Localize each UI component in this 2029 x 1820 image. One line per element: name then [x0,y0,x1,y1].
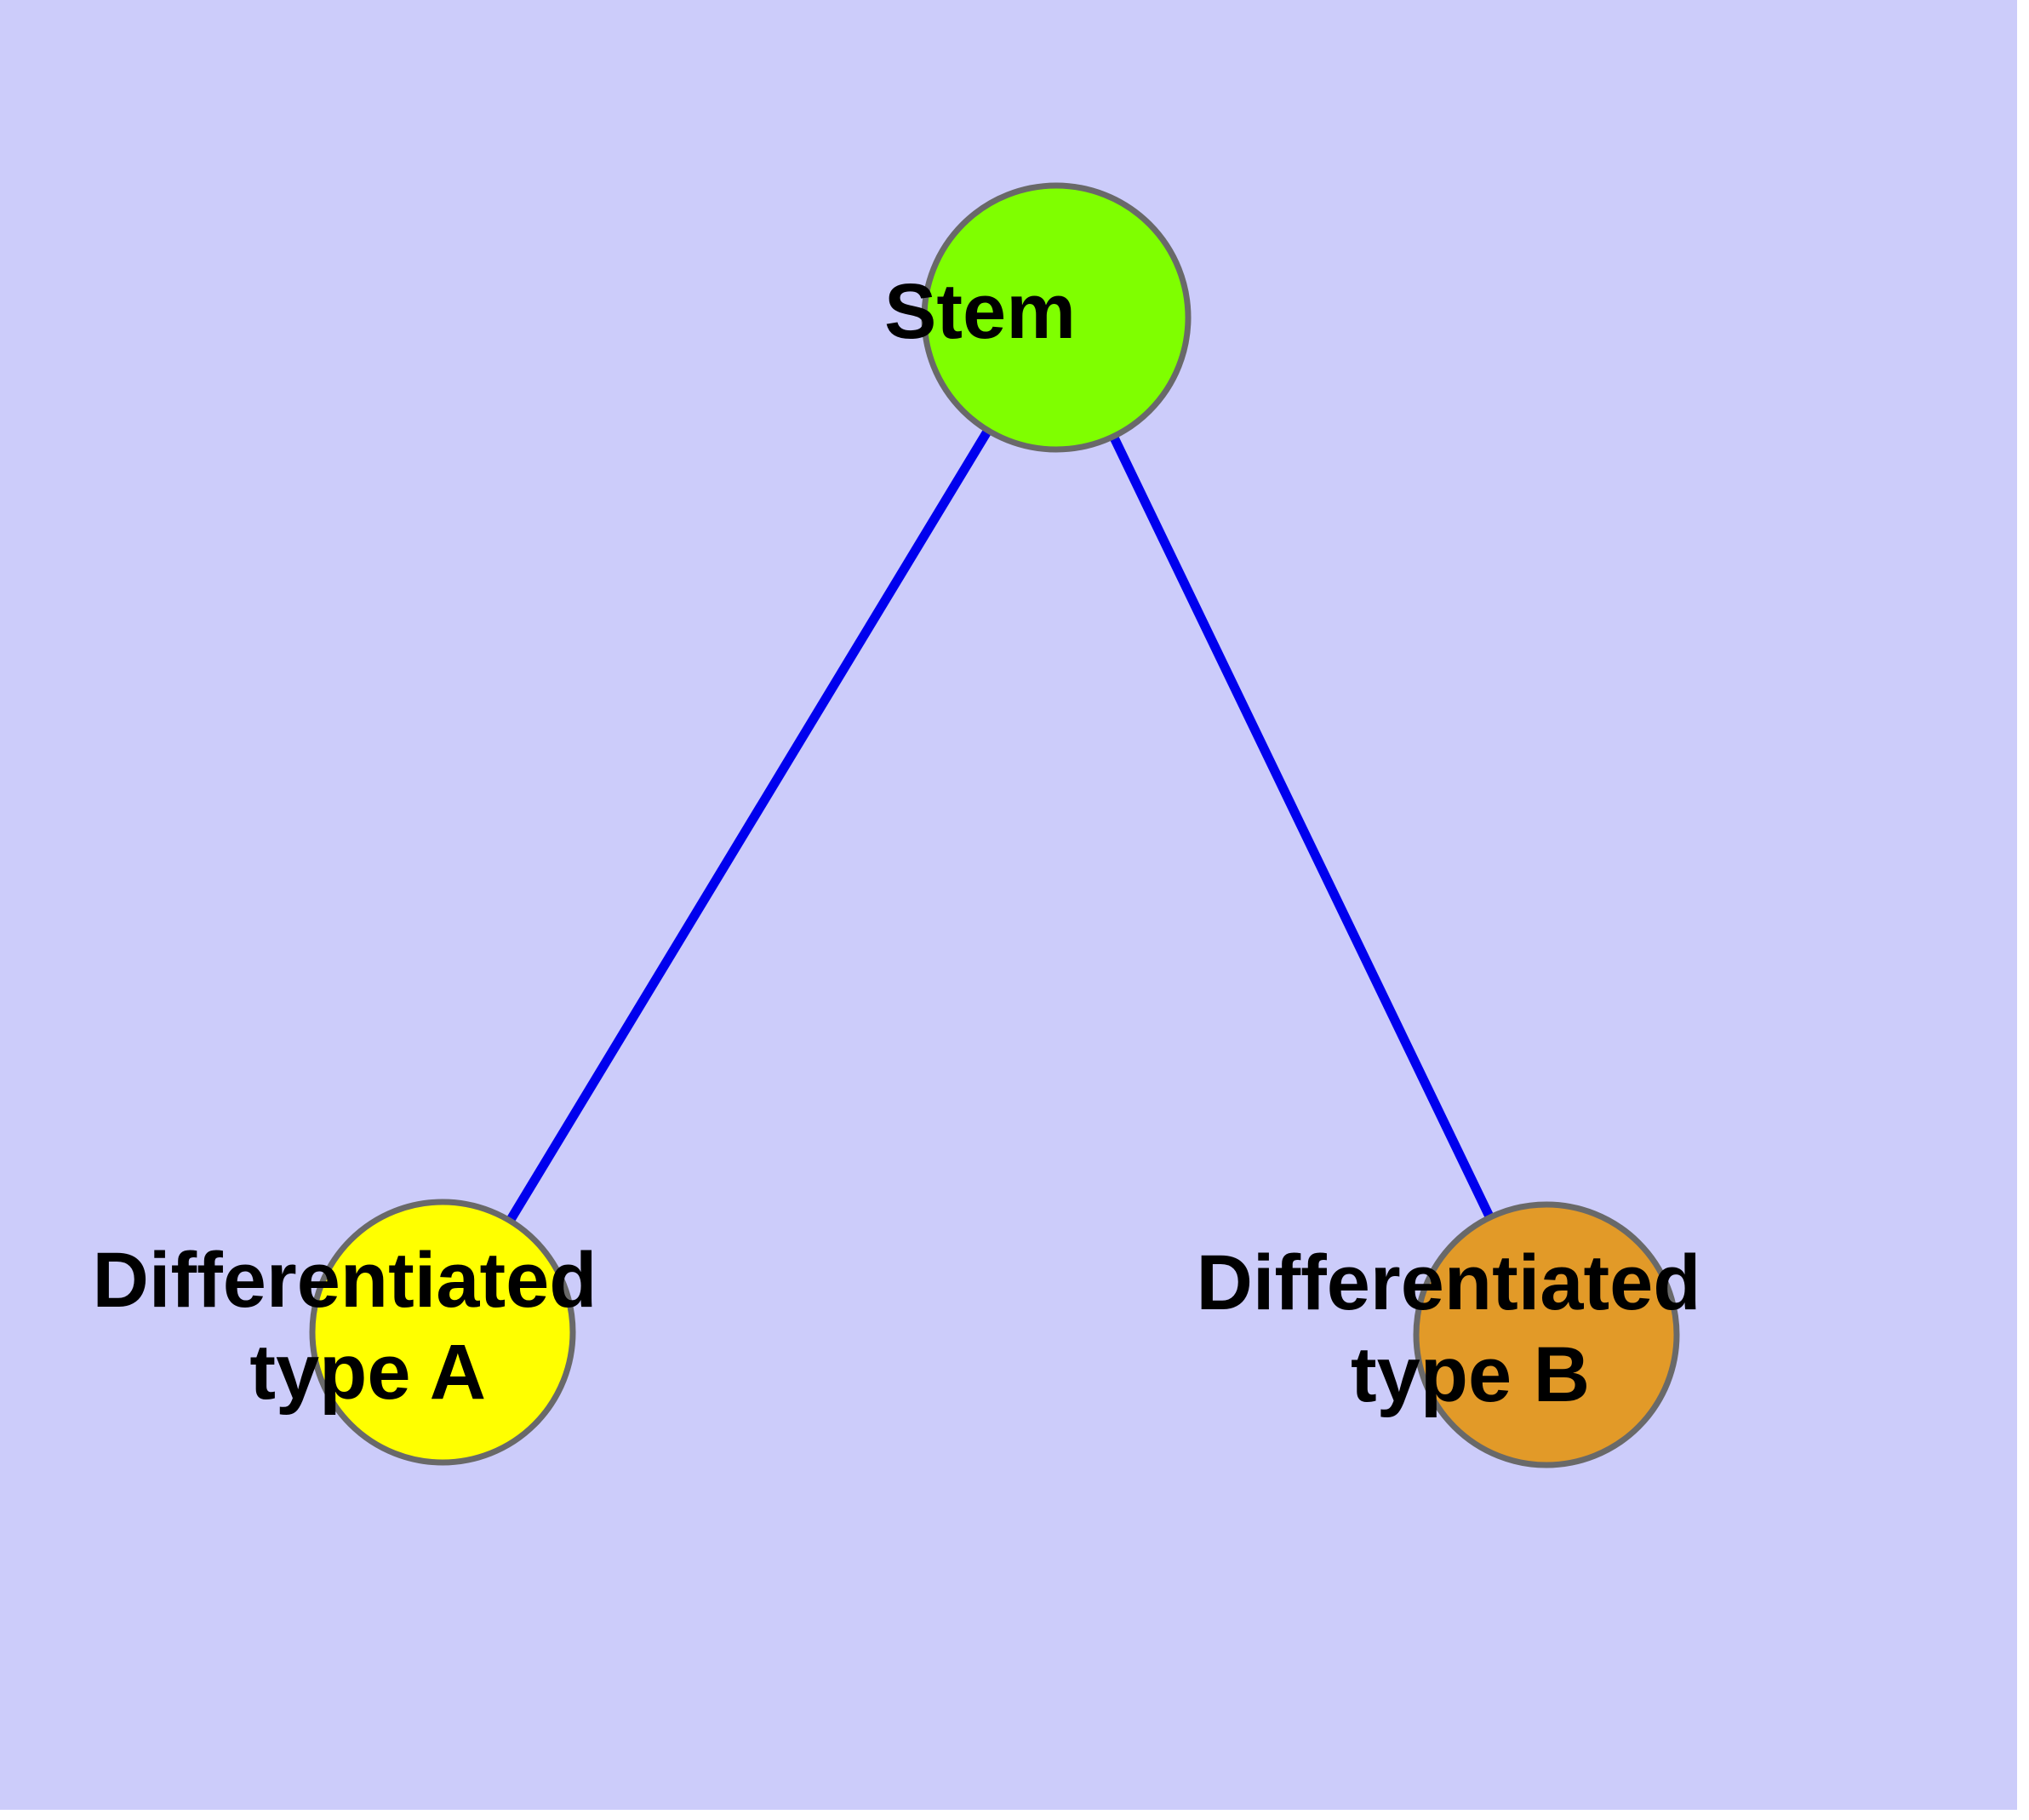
edge-stem-diff-b[interactable] [1109,434,1495,1220]
node-label-differentiated-type-a-line-2: type A [249,1329,484,1416]
edge-stem-diff-a[interactable] [506,427,992,1223]
node-differentiated-type-a[interactable] [309,1199,576,1466]
edge-layer [506,427,1495,1223]
node-label-differentiated-type-b-line-1: Differentiated [1196,1239,1700,1326]
node-label-differentiated-type-a: Differentiated type A [92,1237,792,1416]
label-layer: Stem Differentiated type A Differentiate… [92,268,1896,1418]
node-label-stem: Stem [884,268,1228,355]
node-label-differentiated-type-b-line-2: type B [1351,1331,1590,1418]
node-label-differentiated-type-a-line-1: Differentiated [92,1237,597,1324]
node-label-stem-line-1: Stem [884,268,1076,355]
node-differentiated-type-b[interactable] [1413,1201,1680,1468]
node-layer [309,182,1680,1468]
node-stem[interactable] [921,182,1192,453]
node-label-differentiated-type-b: Differentiated type B [1196,1239,1896,1418]
